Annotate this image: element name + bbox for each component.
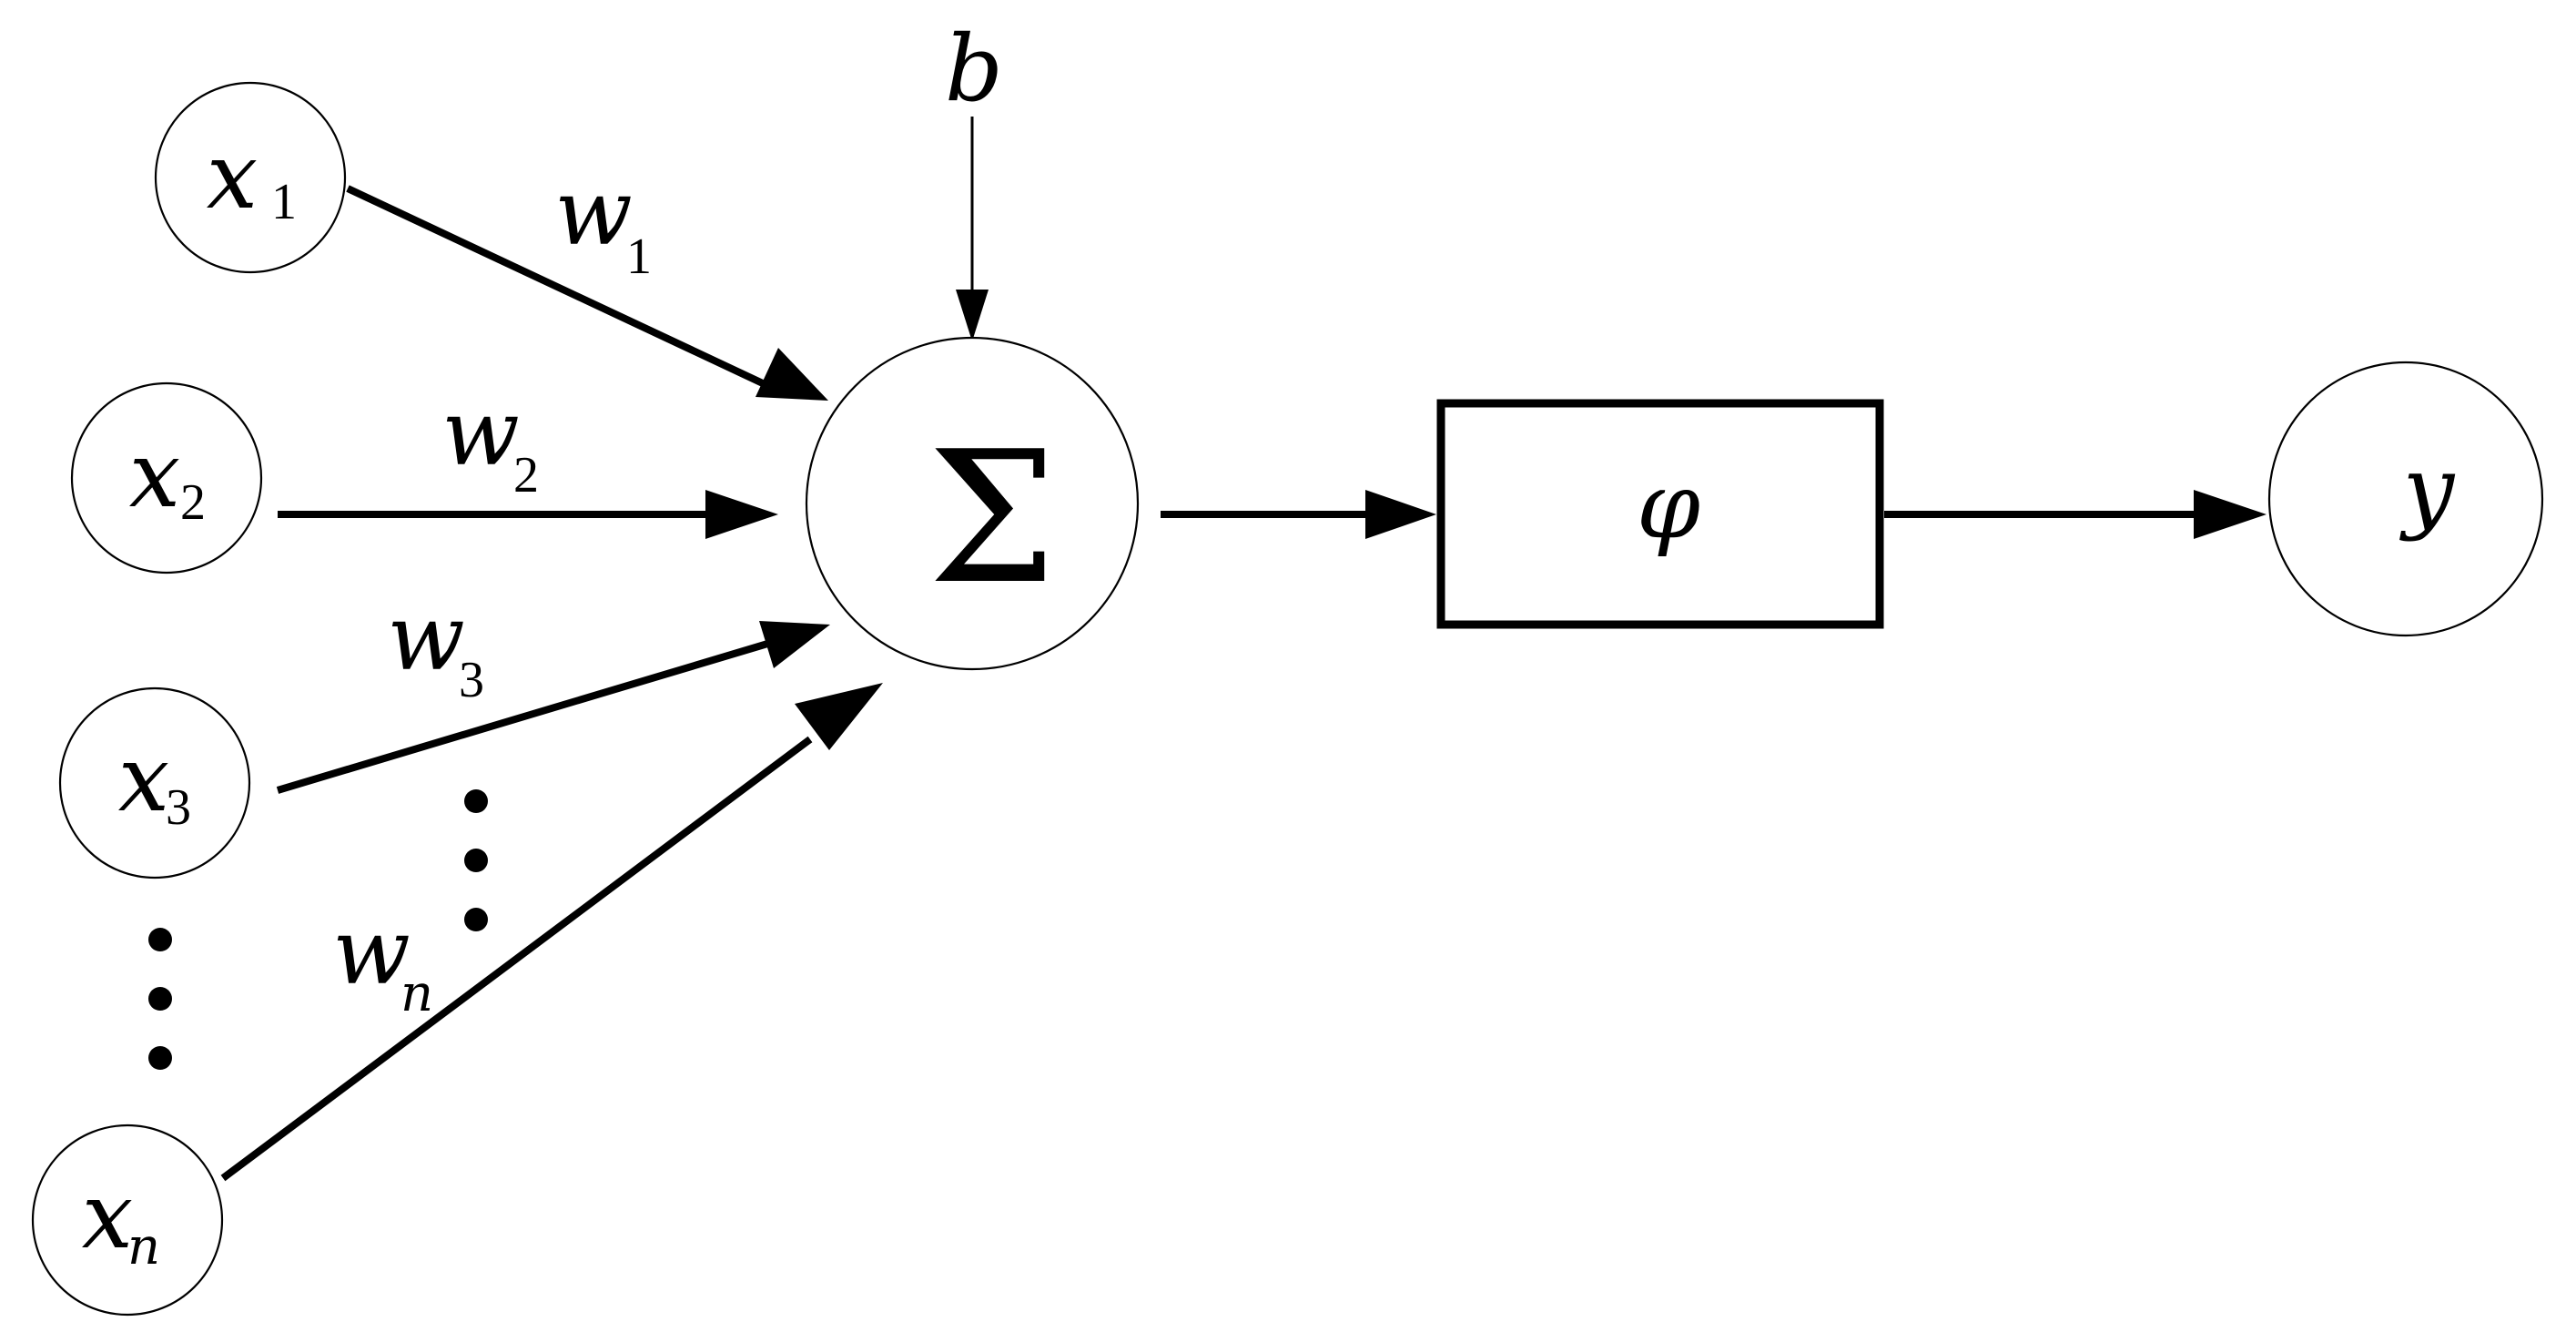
weight-1-subscript: 1 [626, 229, 652, 285]
input-1-symbol: x [207, 123, 258, 229]
bias-label: b [945, 15, 1003, 122]
input-3-subscript: 3 [166, 779, 191, 836]
bias-input: b [945, 15, 1003, 341]
input-n-subscript: n [127, 1217, 160, 1276]
edge-xn-to-sum [220, 683, 883, 1182]
output-node: y [2267, 361, 2544, 637]
edge-sum-to-activation [1161, 490, 1436, 539]
activation-symbol: φ [1637, 452, 1700, 559]
output-symbol: y [2399, 436, 2456, 543]
weight-2-symbol: w [441, 380, 520, 486]
input-node-2: x 2 [70, 381, 263, 574]
weight-ellipsis [464, 789, 488, 931]
weight-n-subscript: n [401, 964, 433, 1023]
input-2-subscript: 2 [180, 474, 206, 531]
weight-1-symbol: w [554, 159, 633, 266]
weight-2-subscript: 2 [513, 447, 539, 503]
input-node-1: x 1 [154, 81, 347, 274]
weight-label-3: w 3 [387, 585, 484, 708]
edge-x3-to-sum [276, 621, 830, 794]
weight-3-symbol: w [387, 585, 465, 691]
weight-label-1: w 1 [554, 159, 652, 285]
input-1-subscript: 1 [271, 174, 297, 230]
weight-n-symbol: w [332, 899, 411, 1005]
edge-x1-to-sum [346, 185, 828, 401]
activation-block: φ [1436, 399, 1884, 629]
input-2-symbol: x [129, 422, 180, 528]
edge-x2-to-sum [278, 490, 778, 539]
input-node-n: x n [31, 1124, 224, 1317]
input-node-3: x 3 [58, 686, 251, 880]
edge-activation-to-output [1884, 490, 2267, 539]
weight-label-2: w 2 [441, 380, 539, 503]
summation-node: Σ [805, 336, 1140, 671]
weight-label-n: w n [332, 899, 433, 1023]
input-n-symbol: x [82, 1163, 133, 1269]
weight-3-subscript: 3 [459, 652, 484, 708]
input-3-symbol: x [118, 726, 169, 832]
summation-symbol: Σ [928, 412, 1056, 625]
input-ellipsis [148, 928, 172, 1070]
